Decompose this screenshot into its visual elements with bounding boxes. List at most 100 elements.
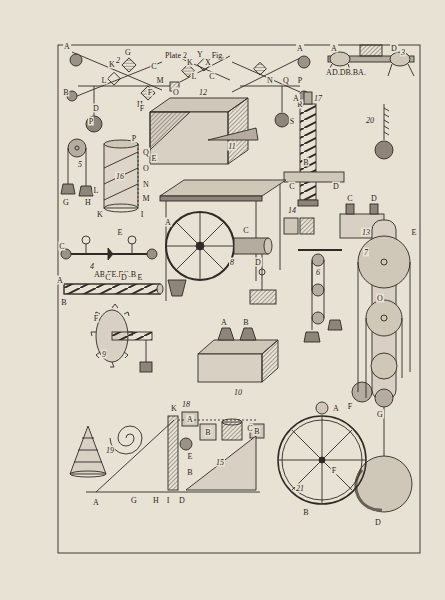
part-letter: A: [220, 318, 228, 327]
part-letter: F: [331, 466, 337, 475]
part-letter: D: [92, 104, 100, 113]
cone-and-spiral: [70, 426, 142, 477]
bar-with-hands: [326, 45, 414, 76]
weight-box: [198, 328, 278, 382]
part-letter: A: [330, 44, 338, 53]
part-letter: F: [93, 314, 99, 323]
part-letter: P: [131, 134, 137, 143]
part-letter: B: [62, 88, 69, 97]
part-letter: G: [130, 496, 138, 505]
part-letter: B: [253, 427, 260, 436]
figure-number: 3: [400, 48, 406, 57]
screw: [284, 92, 344, 206]
part-letter: D: [374, 518, 382, 527]
part-letter: O: [172, 88, 180, 97]
part-letter: M: [141, 194, 150, 203]
weight-blocks: [284, 204, 384, 238]
figure-number: 8: [229, 258, 235, 267]
part-letter: L: [191, 72, 198, 81]
part-letter: A: [332, 404, 340, 413]
part-letter: B: [302, 158, 309, 167]
part-letter: A: [292, 94, 300, 103]
part-letter: D: [178, 496, 186, 505]
part-letter: A: [296, 44, 304, 53]
blocks: [182, 412, 264, 440]
part-letter: E: [411, 228, 418, 237]
part-letter: C: [58, 242, 65, 251]
part-letter: I: [140, 210, 145, 219]
part-letter: C: [288, 182, 295, 191]
part-letter: B: [242, 318, 249, 327]
single-pulley: [61, 139, 93, 196]
part-letter: C: [208, 72, 215, 81]
caption-text: Fig.: [211, 51, 226, 60]
part-letter: G: [62, 198, 70, 207]
figure-number: 5: [77, 160, 83, 169]
caption-text: AD.DB.BA.: [325, 68, 367, 77]
figure-number: 11: [227, 142, 236, 151]
figure-number: 10: [233, 388, 243, 397]
figure-number: 18: [181, 400, 191, 409]
part-letter: B: [60, 298, 67, 307]
part-letter: E: [137, 273, 144, 282]
part-letter: Q: [282, 76, 290, 85]
figure-number: 6: [315, 268, 321, 277]
part-letter: C: [104, 273, 111, 282]
figure-number: 20: [365, 116, 375, 125]
figure-number: 15: [215, 458, 225, 467]
part-letter: A: [92, 498, 100, 507]
part-letter: N: [266, 76, 274, 85]
part-letter: K: [170, 404, 178, 413]
figure-number: 16: [115, 172, 125, 181]
part-letter: H: [152, 496, 160, 505]
part-letter: X: [204, 58, 212, 67]
part-letter: Q: [142, 148, 150, 157]
part-letter: B: [204, 428, 211, 437]
cylinder: [104, 140, 138, 212]
figure-number: 9: [101, 350, 107, 359]
part-letter: K: [108, 60, 116, 69]
part-letter: P: [88, 117, 94, 126]
part-letter: G: [124, 48, 132, 57]
part-letter: G: [376, 410, 384, 419]
part-letter: D: [332, 182, 340, 191]
part-letter: D: [120, 273, 128, 282]
part-letter: E: [187, 452, 194, 461]
figure-number: 14: [287, 206, 297, 215]
part-letter: Y: [196, 50, 204, 59]
part-letter: S: [289, 117, 295, 126]
wheel-and-axle: [160, 180, 286, 304]
part-letter: O: [142, 164, 150, 173]
figure-number: 17: [313, 94, 323, 103]
part-letter: A: [56, 276, 64, 285]
balance-lever: [61, 236, 157, 260]
part-letter: L: [101, 76, 108, 85]
part-letter: O: [376, 294, 384, 303]
figure-number: 2: [115, 56, 121, 65]
part-letter: K: [96, 210, 104, 219]
part-letter: A: [63, 42, 71, 51]
inclined-plane: [86, 416, 260, 492]
caption-text: AB.FE.EC.B.: [93, 270, 139, 279]
part-letter: N: [142, 180, 150, 189]
part-letter: C: [346, 194, 353, 203]
figure-number: 13: [361, 228, 371, 237]
part-letter: D: [254, 258, 262, 267]
part-letter: E: [151, 154, 158, 163]
graduated-wheel: [278, 402, 366, 504]
part-letter: M: [155, 76, 164, 85]
part-letter: C: [150, 62, 157, 71]
part-letter: E: [117, 228, 124, 237]
figure-number: 12: [198, 88, 208, 97]
part-letter: I: [166, 496, 171, 505]
part-letter: D: [390, 44, 398, 53]
toothed-wheel: [91, 304, 152, 372]
figure-number: 19: [105, 446, 115, 455]
part-letter: F: [139, 104, 145, 113]
pulley-system: [298, 250, 342, 342]
plate-border: [58, 45, 420, 553]
part-letter: B: [302, 508, 309, 517]
part-letter: K: [186, 58, 194, 67]
caption-text: Plate 2: [164, 51, 188, 60]
figure-number: 21: [295, 484, 305, 493]
